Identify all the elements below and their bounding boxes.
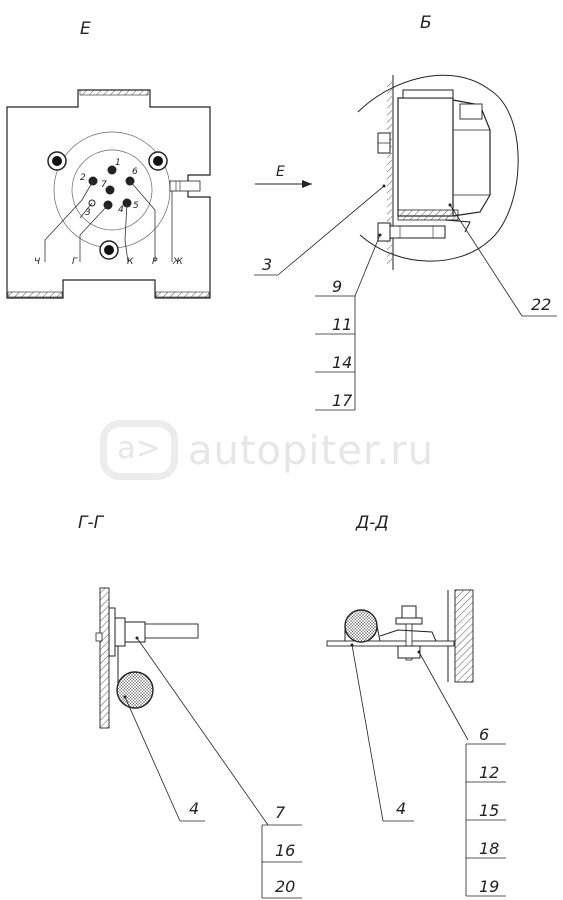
harness-cable <box>116 671 154 709</box>
terminal-label: 5 <box>133 201 139 211</box>
terminal-label: 6 <box>132 167 138 177</box>
view-b-title: Б <box>420 13 432 33</box>
callout-stack-gg <box>261 824 302 899</box>
detail-circle <box>357 74 519 262</box>
callout-label: 15 <box>479 801 499 820</box>
callout-4: 4 <box>396 799 406 818</box>
callout-label: 20 <box>275 877 295 896</box>
watermark-logo: a> <box>100 420 178 480</box>
wire-label: Ч <box>34 257 40 267</box>
callout-4: 4 <box>189 799 199 818</box>
terminal-label: 7 <box>101 180 107 190</box>
section-dd-title: Д-Д <box>355 513 389 533</box>
terminal-label: 1 <box>115 158 121 168</box>
callout-label: 7 <box>275 803 286 822</box>
callout-label: 19 <box>479 877 499 896</box>
terminal-label: 3 <box>85 208 91 218</box>
section-gg: Г-Г 4 7 16 20 <box>78 513 302 899</box>
callout-label: 14 <box>332 353 352 372</box>
callout-label: 11 <box>332 315 352 334</box>
callout-3: 3 <box>262 255 272 274</box>
terminal-label: 2 <box>80 173 86 183</box>
mounting-nut <box>99 240 119 260</box>
cable-gland <box>169 180 201 192</box>
arrow-label: Е <box>276 164 285 180</box>
callout-22: 22 <box>531 295 551 314</box>
callout-stack-b <box>315 295 356 411</box>
harness-cable <box>344 609 378 643</box>
callout-label: 17 <box>332 391 353 410</box>
terminal-pins <box>88 165 135 210</box>
relay-body <box>397 97 454 217</box>
callout-label: 9 <box>332 277 342 296</box>
section-gg-title: Г-Г <box>78 513 105 533</box>
terminal-label: 4 <box>118 205 124 215</box>
wire-label: Ж <box>172 257 183 267</box>
mounting-nut <box>47 151 67 171</box>
wire-label: Г <box>72 257 78 267</box>
view-b: Б Е 3 22 <box>254 13 557 411</box>
callout-label: 12 <box>479 763 499 782</box>
watermark-text: autopiter.ru <box>188 428 435 474</box>
callout-label: 6 <box>479 725 489 744</box>
view-e-title: Е <box>80 19 91 39</box>
callout-label: 18 <box>479 839 499 858</box>
wire-label: К <box>127 257 134 267</box>
wires <box>44 180 173 263</box>
wire-label: Р <box>152 257 158 267</box>
mounting-nut <box>148 151 168 171</box>
callout-stack-dd <box>465 743 506 897</box>
section-dd: Д-Д 4 6 12 15 18 19 <box>326 513 506 897</box>
callout-label: 16 <box>275 841 295 860</box>
view-e: Е 1 2 <box>6 19 211 299</box>
